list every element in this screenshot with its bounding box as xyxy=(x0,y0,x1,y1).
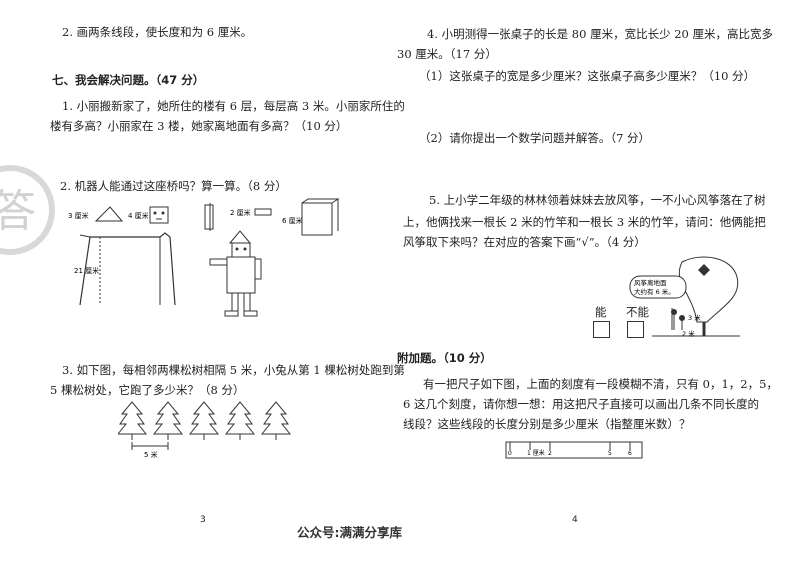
svg-text:3 厘米: 3 厘米 xyxy=(68,211,89,220)
problem-5-line-3: 风筝取下来吗？在对应的答案下画“√”。（4 分） xyxy=(403,235,646,249)
svg-text:21 厘米: 21 厘米 xyxy=(74,266,99,275)
problem-3-line-1: 3. 如下图，每相邻两棵松树相隔 5 米，小兔从第 1 棵松树处跑到第 xyxy=(62,363,405,377)
ruler-figure: 0 1 厘米 2 5 6 xyxy=(505,441,643,459)
svg-text:6: 6 xyxy=(628,450,632,457)
svg-text:风筝离地面: 风筝离地面 xyxy=(634,278,667,287)
answer-can-label: 能 xyxy=(595,305,607,319)
answer-cannot-box[interactable] xyxy=(627,321,644,338)
section-7-heading: 七、我会解决问题。（47 分） xyxy=(52,73,205,87)
svg-text:2 米: 2 米 xyxy=(682,329,695,338)
problem-4-sub-2: （2）请你提出一个数学问题并解答。（7 分） xyxy=(419,131,651,145)
problem-4-sub-1: （1）这张桌子的宽是多少厘米？这张桌子高多少厘米？（10 分） xyxy=(419,69,756,83)
kite-tree-figure: 风筝离地面 大约有 6 米。 3 米 2 米 xyxy=(629,256,740,338)
page-4: 4. 小明测得一张桌子的长是 80 厘米，宽比长少 20 厘米，高比宽多 30 … xyxy=(397,0,793,563)
svg-text:0: 0 xyxy=(508,450,512,457)
svg-text:4 厘米: 4 厘米 xyxy=(128,211,149,220)
question-2-draw: 2. 画两条线段，使长度和为 6 厘米。 xyxy=(62,25,253,39)
svg-text:3 米: 3 米 xyxy=(688,313,701,322)
extra-question-line-2: 6 这几个刻度，请你想一想：用这把尺子直接可以画出几条不同长度的 xyxy=(403,397,759,411)
problem-5-line-1: 5. 上小学二年级的林林领着妹妹去放风筝，一不小心风筝落在了树 xyxy=(429,193,766,207)
svg-text:1 厘米: 1 厘米 xyxy=(527,449,545,457)
answer-can-box[interactable] xyxy=(593,321,610,338)
svg-text:2: 2 xyxy=(548,450,552,457)
svg-text:5: 5 xyxy=(608,450,612,457)
problem-3-line-2: 5 棵松树处，它跑了多少米？（8 分） xyxy=(50,383,245,397)
problem-4-line-1: 4. 小明测得一张桌子的长是 80 厘米，宽比长少 20 厘米，高比宽多 xyxy=(427,27,774,41)
extra-question-line-3: 线段？这些线段的长度分别是多少厘米（指整厘米数）？ xyxy=(403,417,691,431)
extra-question-heading: 附加题。（10 分） xyxy=(397,351,492,365)
svg-text:6 厘米: 6 厘米 xyxy=(282,216,303,225)
svg-text:2 厘米: 2 厘米 xyxy=(230,208,251,217)
extra-question-line-1: 有一把尺子如下图，上面的刻度有一段模糊不清，只有 0，1，2，5， xyxy=(423,377,778,391)
problem-4-line-2: 30 厘米。（17 分） xyxy=(397,47,497,61)
svg-text:5 米: 5 米 xyxy=(144,450,158,459)
svg-text:答: 答 xyxy=(0,186,36,237)
problem-1-line-2: 楼有多高？小丽家在 3 楼，她家离地面有多高？（10 分） xyxy=(50,119,348,133)
footer-watermark: 公众号:满满分享库 xyxy=(297,525,402,540)
bridge-robot-figure: 3 厘米 4 厘米 2 厘米 6 厘米 21 厘米 xyxy=(68,198,340,317)
problem-2-text: 2. 机器人能通过这座桥吗？算一算。（8 分） xyxy=(60,179,287,193)
page-3: 2. 画两条线段，使长度和为 6 厘米。 七、我会解决问题。（47 分） 1. … xyxy=(0,25,405,525)
pine-trees-figure: 5 米 xyxy=(118,401,291,459)
page-number-4: 4 xyxy=(572,515,578,525)
page-number-3: 3 xyxy=(200,515,206,525)
problem-1-line-1: 1. 小丽搬新家了，她所住的楼有 6 层，每层高 3 米。小丽家所住的 xyxy=(62,99,405,113)
answer-cannot-label: 不能 xyxy=(626,305,649,319)
svg-text:大约有 6 米。: 大约有 6 米。 xyxy=(634,287,675,296)
problem-5-line-2: 上，他俩找来一根长 2 米的竹竿和一根长 3 米的竹竿，请问：他俩能把 xyxy=(403,215,766,229)
stamp-watermark: 答 xyxy=(0,165,55,255)
